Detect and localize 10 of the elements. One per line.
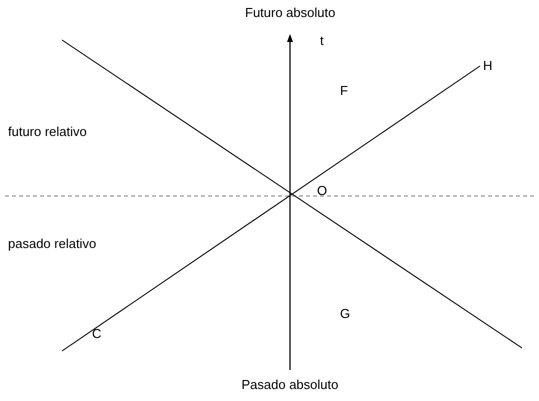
point-label: C [92, 326, 102, 341]
axis-label: Pasado absoluto [242, 377, 338, 392]
region-label: pasado relativo [8, 236, 96, 251]
region-label: futuro relativo [8, 124, 87, 139]
region-label: G [340, 306, 350, 321]
axis-label: t [320, 33, 324, 48]
point-label: H [483, 58, 492, 73]
region-label: F [340, 83, 348, 98]
origin-label: O [317, 183, 328, 198]
axis-label: Futuro absoluto [245, 5, 336, 20]
